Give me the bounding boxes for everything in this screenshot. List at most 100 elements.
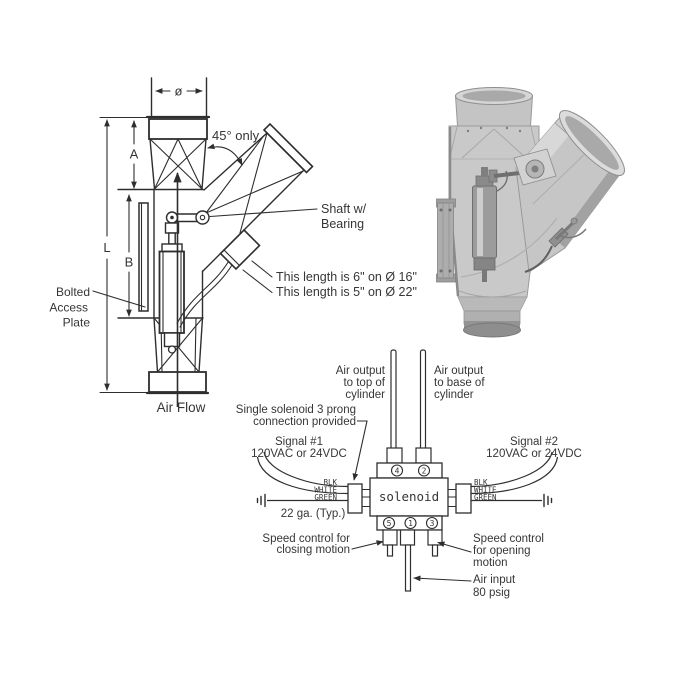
rod-clevis: [164, 222, 180, 234]
photo-top-opening: [462, 90, 526, 102]
photo-wire: [559, 228, 587, 239]
air-output-base-2: to base of: [434, 377, 485, 389]
wire-white-right: [470, 456, 559, 495]
photo-bottom-rim: [463, 322, 521, 338]
port-5-circle: [382, 516, 396, 530]
ground-symbol-left: [256, 493, 266, 508]
length-note-leader-1: [251, 260, 273, 278]
photo-bolt: [439, 269, 443, 273]
length-note-leader-2: [242, 269, 273, 294]
product-photo: [436, 87, 625, 338]
dimension-A: A: [130, 120, 139, 189]
dim-B-label: B: [125, 255, 134, 270]
signal-1-voltage: 120VAC or 24VDC: [251, 448, 347, 460]
dimension-B: B: [125, 194, 134, 317]
photo-cylinder-bracket: [473, 257, 496, 271]
access-plate-label-2: Access: [49, 301, 88, 315]
angle-note-label: 45° only: [212, 128, 260, 143]
dim-A-label: A: [130, 147, 139, 162]
photo-cylinder-highlight: [477, 188, 483, 256]
wire-label-white-right: WHITE: [474, 486, 497, 495]
speed-opening-leader: [437, 541, 472, 553]
air-input-fitting: [399, 529, 416, 546]
photo-branch-shadow: [557, 163, 623, 248]
wire-label-green-left: GREEN: [314, 493, 337, 502]
air-tube-top-of-cylinder: [390, 349, 397, 451]
wire-label-green-right: GREEN: [474, 493, 497, 502]
ground-symbol-right: [543, 493, 553, 508]
branch-flange: [262, 122, 314, 174]
port-1: 1: [408, 519, 413, 528]
wiring-right: BLK WHITE GREEN: [470, 451, 559, 508]
photo-fitting-knob: [570, 217, 578, 225]
air-input-2: 80 psig: [473, 587, 510, 599]
port-2: 2: [422, 467, 427, 476]
photo-body-seam-arc: [460, 217, 558, 278]
length-note-2: This length is 5" on Ø 22": [276, 285, 417, 299]
cylinder-cap: [161, 243, 183, 253]
photo-cylinder-rod: [482, 270, 487, 282]
port-3-circle: [425, 516, 439, 530]
speed-control-closing-fitting: [382, 529, 398, 546]
wire-blk-right: [470, 451, 553, 488]
photo-bolt: [448, 208, 452, 212]
connection-note-leader: [352, 420, 368, 481]
dimension-L: L: [103, 119, 111, 391]
photo-cylinder-fitting: [481, 167, 488, 176]
base-mount-pin: [167, 345, 177, 354]
photo-bolt: [448, 269, 452, 273]
piston-rod: [168, 232, 176, 245]
air-output-top-2: to top of: [343, 377, 385, 389]
photo-branch-opening: [565, 116, 619, 170]
wiring-left: BLK WHITE GREEN: [256, 451, 349, 508]
crank-pin-center: [170, 215, 174, 220]
wire-label-blk-right: BLK: [474, 478, 488, 487]
shaft-bearing-circle: [195, 210, 210, 225]
wire-blk-left: [263, 451, 349, 488]
port-1-circle: [404, 516, 417, 530]
air-input-leader: [413, 575, 472, 582]
connector-box-left: [347, 483, 363, 514]
connection-note-2: connection provided: [253, 416, 356, 428]
port-3: 3: [430, 519, 435, 528]
wire-label-blk-left: BLK: [323, 478, 337, 487]
photo-shaft-center: [531, 165, 539, 173]
wire-label-white-left: WHITE: [314, 486, 337, 495]
branch-duct: [202, 122, 314, 272]
shaft-label-1: Shaft w/: [321, 202, 367, 216]
port-4: 4: [395, 467, 400, 476]
angle-arc: [207, 143, 243, 166]
top-fitting-left: [386, 447, 403, 464]
inlet-duct: [150, 77, 208, 118]
port-4-circle: [390, 464, 404, 477]
length-note-1: This length is 6" on Ø 16": [276, 270, 417, 284]
speed-opening-1: Speed control: [473, 533, 544, 545]
shaft-leader: [209, 208, 318, 218]
signal-2-voltage: 120VAC or 24VDC: [486, 448, 582, 460]
top-flange: [148, 118, 208, 140]
port-2-circle: [417, 464, 431, 477]
speed-opening-2: for opening: [473, 545, 531, 557]
air-input-1: Air input: [473, 574, 516, 586]
speed-opening-3: motion: [473, 557, 508, 569]
photo-hose: [524, 245, 553, 273]
speed-closing-2: closing motion: [276, 544, 350, 556]
shaft-label-2: Bearing: [321, 217, 364, 231]
branch-spigot: [219, 228, 261, 271]
air-output-top-3: cylinder: [345, 389, 385, 401]
connector-box-right: [455, 483, 472, 514]
opening-fitting-stub: [431, 544, 439, 557]
air-flow-label: Air Flow: [157, 400, 206, 415]
connector-pins: [361, 488, 457, 508]
photo-cylinder: [472, 185, 497, 259]
air-tube-base-of-cylinder: [419, 349, 427, 451]
solenoid-schematic: solenoid 4 2 5 1 3: [236, 349, 582, 599]
access-plate-label-3: Plate: [63, 316, 91, 330]
dim-L-label: L: [103, 240, 110, 255]
dim-diameter-label: ø: [175, 84, 183, 99]
photo-facet-seams: [461, 128, 527, 159]
diameter-dimension: ø: [155, 84, 203, 99]
speed-closing-leader: [351, 540, 384, 550]
top-fitting-right: [415, 447, 432, 464]
